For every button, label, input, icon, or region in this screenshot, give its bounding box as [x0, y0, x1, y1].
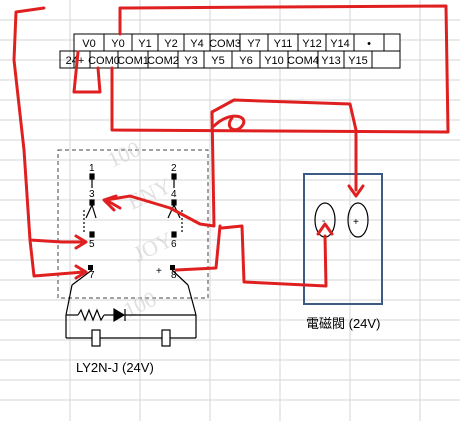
- relay-pin-4: 4: [171, 189, 177, 200]
- plc-terminal-y0: Y0: [111, 38, 124, 50]
- relay-plus-sign: +: [156, 266, 162, 277]
- plc-terminal-y6: Y6: [239, 55, 252, 67]
- relay-pin-2: 2: [171, 163, 177, 174]
- watermark-text-4: 100: [120, 286, 160, 323]
- plc-terminal-y2: Y2: [164, 38, 177, 50]
- resistor-icon: [77, 308, 105, 322]
- watermark-text-1: 100: [104, 136, 144, 173]
- coil-right-plate: [161, 329, 171, 347]
- valve-caption: 電磁閥 (24V): [306, 316, 380, 331]
- wire-to-pin7: [28, 238, 86, 278]
- relay-pin-1: 1: [89, 163, 95, 174]
- valve-plus-label: +: [353, 217, 359, 228]
- wire-curl: [212, 114, 246, 132]
- wire-arrow-7: [74, 264, 88, 280]
- solenoid-valve: - + 電磁閥 (24V): [303, 173, 383, 331]
- wire-outer-loop: [110, 4, 450, 134]
- relay-caption: LY2N-J (24V): [76, 360, 154, 375]
- plc-terminal-com3: COM3: [209, 38, 241, 50]
- relay-contact-right: [167, 173, 183, 238]
- plc-terminal-y10: Y10: [264, 55, 284, 67]
- coil-circuit: [65, 269, 197, 347]
- plc-terminal-y14: Y14: [330, 38, 350, 50]
- wire-com0-box: [72, 50, 102, 94]
- plc-terminal-y4: Y4: [190, 38, 203, 50]
- plc-terminal-y15: Y15: [348, 55, 368, 67]
- wire-minus-return: [220, 224, 328, 288]
- plc-terminal-v0: V0: [82, 38, 95, 50]
- plc-terminal-com2: COM2: [147, 55, 179, 67]
- valve-minus-label: -: [322, 216, 325, 227]
- relay-terminal-8: [170, 265, 175, 270]
- relay-pin-7: 7: [89, 270, 95, 281]
- plc-terminal-com1: COM1: [117, 55, 149, 67]
- watermark-text-3: JOY: [130, 227, 177, 267]
- plc-terminal-y1: Y1: [138, 38, 151, 50]
- plc-terminal-y3: Y3: [184, 55, 197, 67]
- plc-terminal-com4: COM4: [287, 55, 319, 67]
- plc-terminal-y13: Y13: [321, 55, 341, 67]
- wire-arrow-plus: [347, 184, 365, 198]
- diode-icon: [113, 307, 126, 323]
- plc-terminal-: •: [367, 38, 371, 50]
- wire-arrow-pin3: [102, 194, 118, 212]
- relay-pin-5: 5: [89, 239, 95, 250]
- plc-terminal-y7: Y7: [247, 38, 260, 50]
- wire-left-to-pin5: [12, 6, 86, 244]
- plc-terminal-y11: Y11: [274, 38, 293, 50]
- relay-terminal-7: [88, 265, 93, 270]
- wire-pin8-to-minus: [174, 224, 222, 272]
- plc-terminal-24: 24+: [66, 55, 85, 67]
- relay-pin-6: 6: [171, 239, 177, 250]
- plc-terminal-com0: COM0: [88, 55, 120, 67]
- red-wires: [12, 4, 450, 288]
- wire-arrow-minus: [316, 222, 334, 236]
- coil-left-plate: [91, 329, 101, 347]
- relay-pin-8: 8: [171, 270, 177, 281]
- valve-plus-terminal: [347, 202, 369, 238]
- plc-terminal-y5: Y5: [211, 55, 224, 67]
- relay-ly2n-j: 100 ENY JOY 100 1 2 3 4 5 6 7 8 + -: [57, 136, 209, 375]
- wire-pin3-to-valve: [104, 98, 358, 228]
- relay-pin-3: 3: [89, 189, 95, 200]
- relay-contact-left: [83, 173, 97, 238]
- plc-cell-bottom-10: [343, 50, 373, 69]
- wire-left-arrow-5: [74, 234, 88, 250]
- plc-terminal-y12: Y12: [302, 38, 322, 50]
